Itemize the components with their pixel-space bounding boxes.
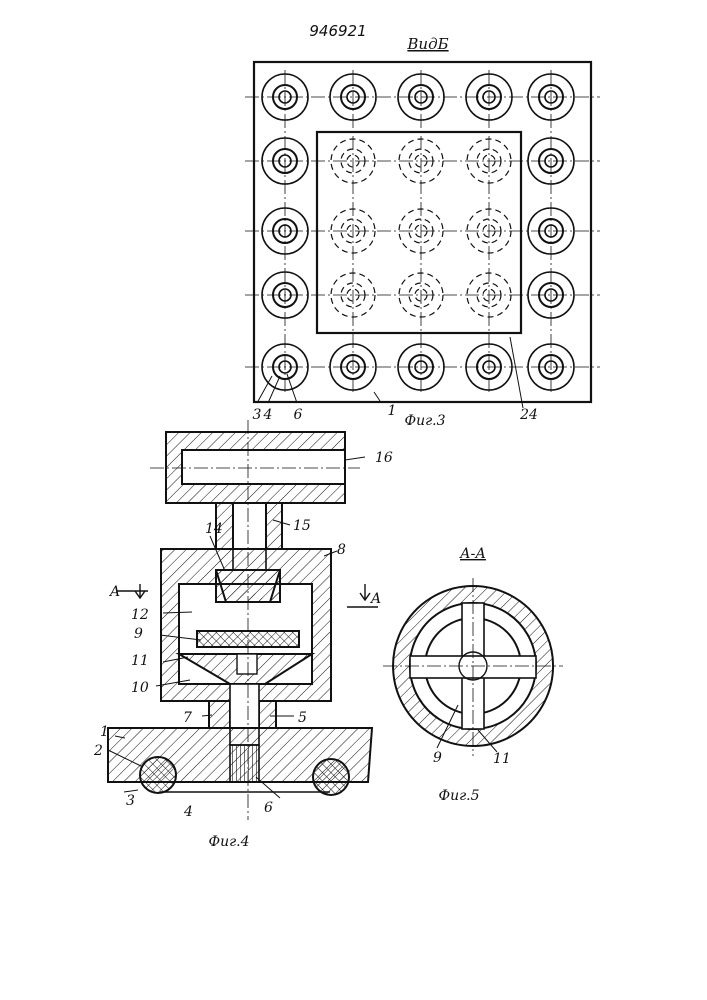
fig4-label-8: 8 — [337, 542, 346, 558]
fig4-label-4: 4 — [183, 804, 193, 820]
fig5-label-9: 9 — [433, 750, 442, 766]
fig4-section-label-a-right: A — [369, 591, 381, 607]
fig3-caption: Фиг.3 — [404, 413, 445, 429]
fig4-label-15: 15 — [293, 518, 311, 534]
fig4-roller-right — [313, 759, 349, 795]
patent-number: 946921 — [309, 22, 366, 40]
fig3-label-24: 24 — [519, 407, 538, 423]
fig3-label-6: 6 — [294, 407, 303, 423]
fig4-label-5: 5 — [298, 710, 307, 726]
fig4-insert-6 — [230, 745, 259, 782]
fig4-caption: Фиг.4 — [208, 834, 249, 850]
fig3-label-1: 1 — [388, 403, 397, 419]
fig4-roller-left — [140, 757, 176, 793]
fig4-label-10: 10 — [131, 680, 149, 696]
view-label: ВидБ — [406, 35, 448, 53]
fig5-caption: Фиг.5 — [438, 788, 479, 804]
fig4-label-2: 2 — [93, 743, 103, 759]
fig5-label-11: 11 — [493, 751, 511, 767]
figure-5: А-А 9 11 Фиг.5 — [383, 546, 563, 804]
fig4-label-1: 1 — [100, 724, 109, 740]
fig4-label-11: 11 — [131, 653, 149, 669]
figure-4: 16 15 14 8 A A 12 9 11 10 7 5 1 2 3 4 6 … — [93, 420, 393, 850]
fig5-section-title: А-А — [459, 546, 486, 562]
fig4-label-9: 9 — [134, 626, 143, 642]
fig4-label-6: 6 — [264, 800, 273, 816]
fig3-inner-panel — [317, 132, 521, 333]
fig4-label-7: 7 — [183, 710, 192, 726]
fig4-section-label-a-left: A — [108, 584, 120, 600]
figure-3: 3 4 6 1 24 Фиг.3 — [245, 62, 600, 429]
fig4-holder-16 — [166, 432, 345, 503]
fig4-section-arrow-left — [117, 584, 148, 598]
fig3-label-3: 3 — [253, 407, 262, 423]
fig3-label-4: 4 — [263, 407, 273, 423]
fig3-centerlines — [245, 70, 600, 395]
fig4-stem-15 — [216, 503, 282, 549]
fig4-label-3: 3 — [126, 793, 135, 809]
fig4-label-16: 16 — [375, 450, 393, 466]
fig4-socket-11 — [237, 654, 257, 674]
fig4-label-12: 12 — [131, 607, 149, 623]
fig3-rollers — [262, 74, 574, 390]
fig4-label-14: 14 — [205, 521, 223, 537]
fig3-base-plate — [254, 62, 591, 402]
